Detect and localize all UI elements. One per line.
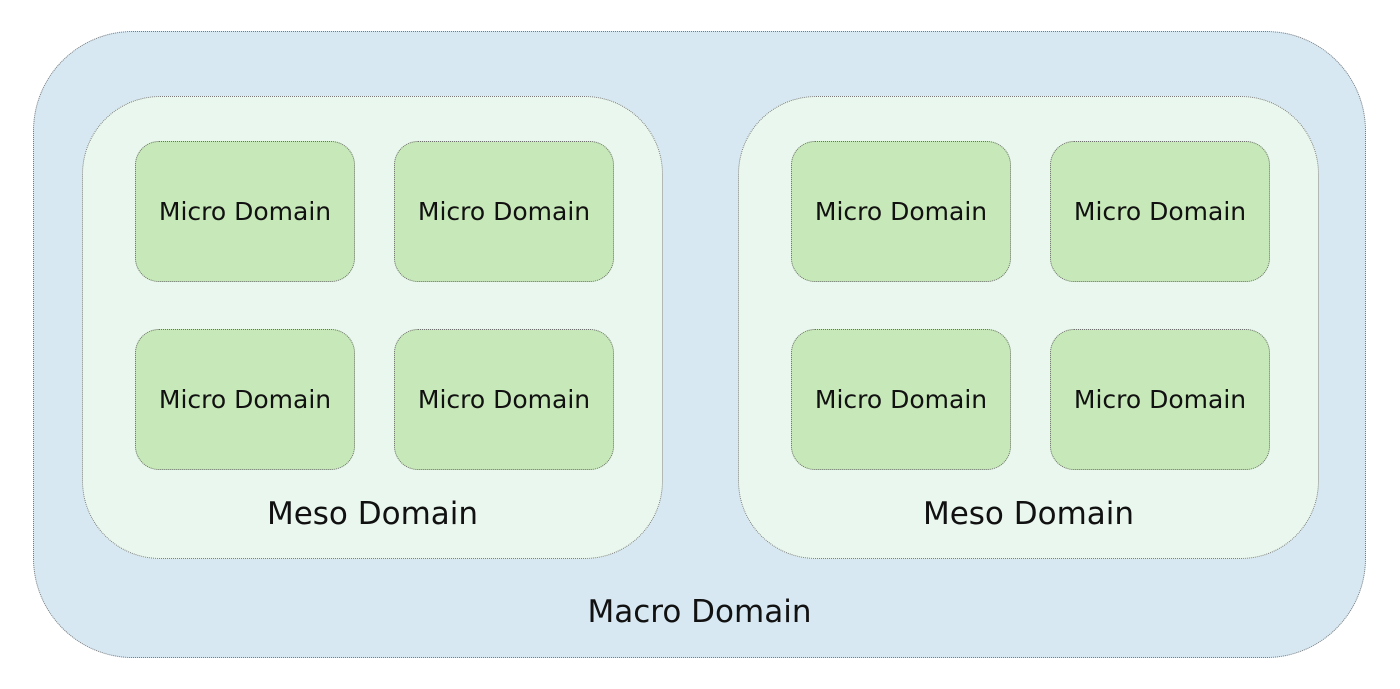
micro-domain-box: Micro Domain <box>394 329 614 470</box>
meso-domain-box-left: Micro Domain Micro Domain Micro Domain M… <box>82 96 663 559</box>
micro-domain-label: Micro Domain <box>417 385 591 414</box>
micro-domain-box: Micro Domain <box>135 141 355 282</box>
micro-domain-box: Micro Domain <box>791 329 1011 470</box>
macro-domain-box: Micro Domain Micro Domain Micro Domain M… <box>33 31 1366 658</box>
macro-domain-label: Macro Domain <box>587 594 812 630</box>
meso-domain-box-right: Micro Domain Micro Domain Micro Domain M… <box>738 96 1319 559</box>
micro-domain-box: Micro Domain <box>1050 141 1270 282</box>
micro-domain-label: Micro Domain <box>814 197 988 226</box>
micro-domain-box: Micro Domain <box>791 141 1011 282</box>
micro-domain-label: Micro Domain <box>417 197 591 226</box>
micro-domain-box: Micro Domain <box>394 141 614 282</box>
micro-domain-box: Micro Domain <box>1050 329 1270 470</box>
micro-domain-label: Micro Domain <box>158 385 332 414</box>
meso-domain-label: Meso Domain <box>922 496 1135 532</box>
micro-domain-box: Micro Domain <box>135 329 355 470</box>
micro-domain-label: Micro Domain <box>814 385 988 414</box>
micro-domain-label: Micro Domain <box>1073 197 1247 226</box>
micro-domain-label: Micro Domain <box>1073 385 1247 414</box>
micro-domain-label: Micro Domain <box>158 197 332 226</box>
meso-domain-label: Meso Domain <box>266 496 479 532</box>
